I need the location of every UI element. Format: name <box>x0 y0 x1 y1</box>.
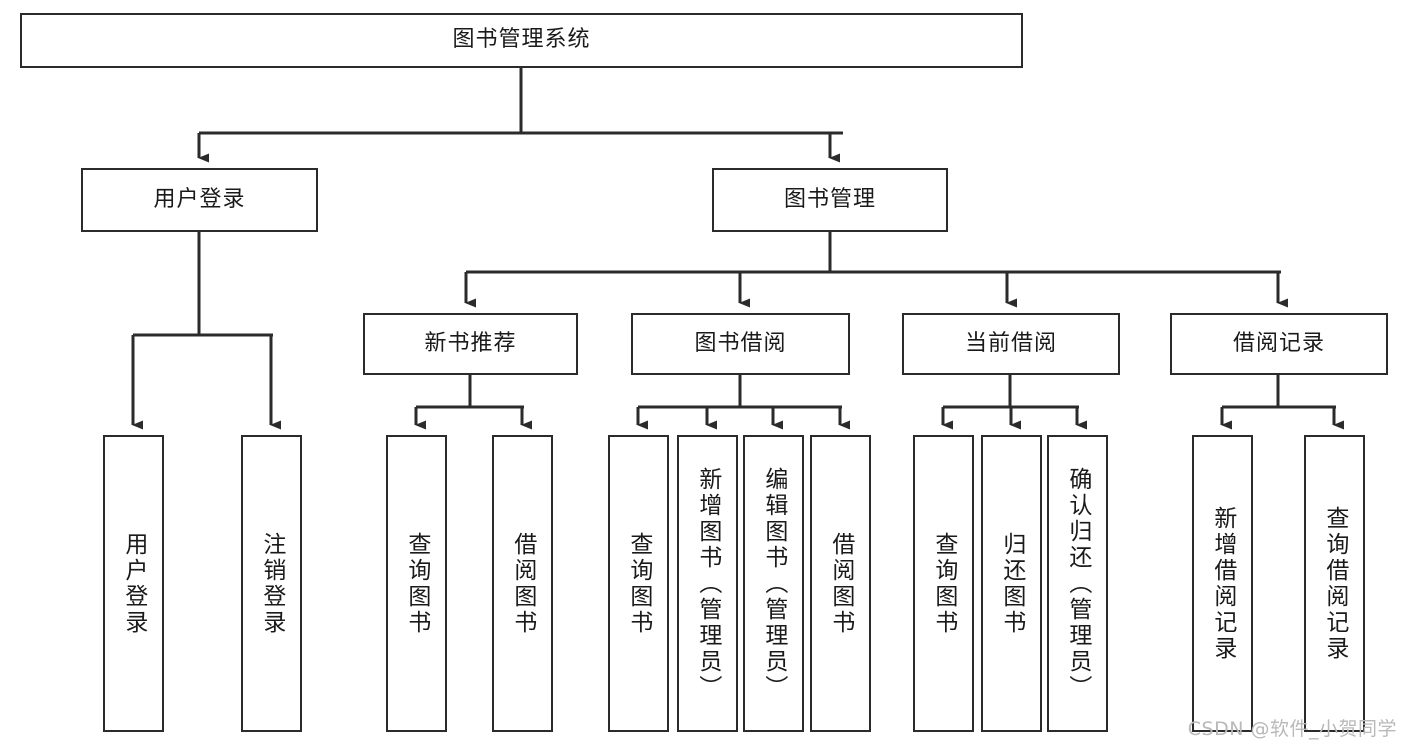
leaf-book-borrow-query[interactable]: 查询图书 <box>608 435 669 732</box>
leaf-current-borrow-return-label: 归还图书 <box>998 531 1025 636</box>
leaf-user-login-signin[interactable]: 用户登录 <box>103 435 164 732</box>
node-root-system-label: 图书管理系统 <box>452 27 591 53</box>
leaf-book-borrow-add-label: 新增图书（管理员） <box>694 466 721 701</box>
node-root-system[interactable]: 图书管理系统 <box>20 13 1023 68</box>
node-user-login-label: 用户登录 <box>153 186 246 212</box>
leaf-borrow-record-add-label: 新增借阅记录 <box>1209 505 1236 662</box>
node-borrow-record-label: 借阅记录 <box>1232 330 1325 356</box>
leaf-new-book-borrow[interactable]: 借阅图书 <box>492 435 553 732</box>
leaf-book-borrow-edit[interactable]: 编辑图书（管理员） <box>743 435 804 732</box>
leaf-new-book-query[interactable]: 查询图书 <box>386 435 447 732</box>
leaf-borrow-record-query-label: 查询借阅记录 <box>1321 505 1348 662</box>
node-user-login[interactable]: 用户登录 <box>81 168 318 232</box>
leaf-current-borrow-query[interactable]: 查询图书 <box>913 435 974 732</box>
leaf-borrow-record-query[interactable]: 查询借阅记录 <box>1304 435 1365 732</box>
leaf-book-borrow-query-label: 查询图书 <box>625 531 652 636</box>
leaf-book-borrow-borrow[interactable]: 借阅图书 <box>810 435 871 732</box>
node-current-borrow-label: 当前借阅 <box>964 330 1057 356</box>
leaf-current-borrow-confirm-label: 确认归还（管理员） <box>1064 466 1091 701</box>
node-book-borrow[interactable]: 图书借阅 <box>631 313 850 375</box>
leaf-book-borrow-add[interactable]: 新增图书（管理员） <box>677 435 738 732</box>
leaf-book-borrow-borrow-label: 借阅图书 <box>827 531 854 636</box>
leaf-current-borrow-return[interactable]: 归还图书 <box>981 435 1042 732</box>
leaf-current-borrow-query-label: 查询图书 <box>930 531 957 636</box>
node-borrow-record[interactable]: 借阅记录 <box>1170 313 1388 375</box>
leaf-current-borrow-confirm[interactable]: 确认归还（管理员） <box>1047 435 1108 732</box>
leaf-user-login-signout[interactable]: 注销登录 <box>241 435 302 732</box>
leaf-user-login-signin-label: 用户登录 <box>120 531 147 636</box>
node-new-book-recommend-label: 新书推荐 <box>424 330 517 356</box>
node-new-book-recommend[interactable]: 新书推荐 <box>363 313 578 375</box>
leaf-borrow-record-add[interactable]: 新增借阅记录 <box>1192 435 1253 732</box>
node-book-management-label: 图书管理 <box>783 186 876 212</box>
leaf-user-login-signout-label: 注销登录 <box>258 531 285 636</box>
leaf-new-book-query-label: 查询图书 <box>403 531 430 636</box>
node-book-borrow-label: 图书借阅 <box>694 330 787 356</box>
node-book-management[interactable]: 图书管理 <box>712 168 948 232</box>
leaf-new-book-borrow-label: 借阅图书 <box>509 531 536 636</box>
node-current-borrow[interactable]: 当前借阅 <box>902 313 1120 375</box>
leaf-book-borrow-edit-label: 编辑图书（管理员） <box>760 466 787 701</box>
